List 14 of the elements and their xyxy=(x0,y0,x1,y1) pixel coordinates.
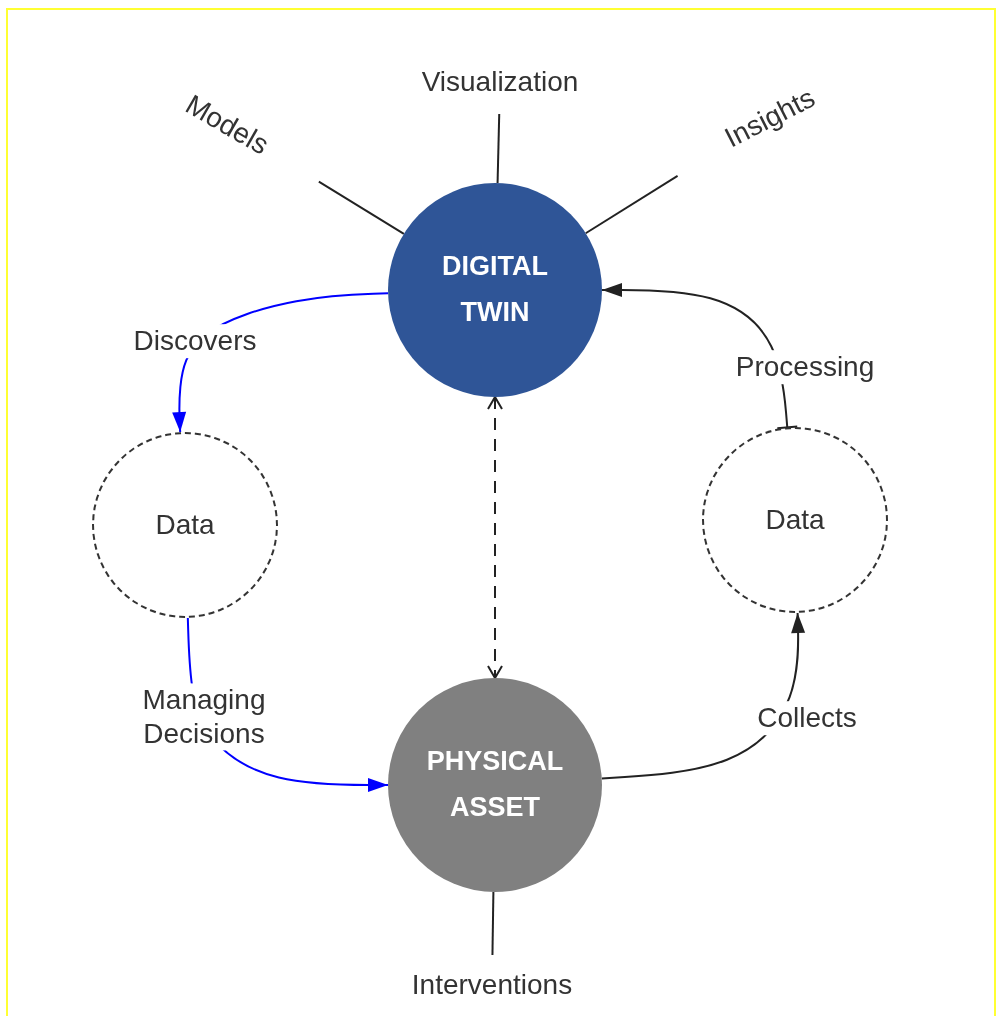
edge-label: Collects xyxy=(755,701,859,735)
spoke-label: Visualization xyxy=(395,62,605,102)
spoke-label: Interventions xyxy=(382,965,602,1005)
node-label: DIGITAL TWIN xyxy=(441,250,549,329)
connector-line xyxy=(317,180,405,235)
dashed-circle xyxy=(702,427,888,613)
connector-line xyxy=(584,174,679,235)
node-label: Data xyxy=(155,508,215,542)
node-label: PHYSICAL ASSET xyxy=(425,745,565,824)
dashed-circle xyxy=(92,432,278,618)
node-label: Data xyxy=(765,503,825,537)
connector-line xyxy=(496,113,501,185)
connector-line xyxy=(491,891,495,956)
double-arrow xyxy=(487,396,503,679)
